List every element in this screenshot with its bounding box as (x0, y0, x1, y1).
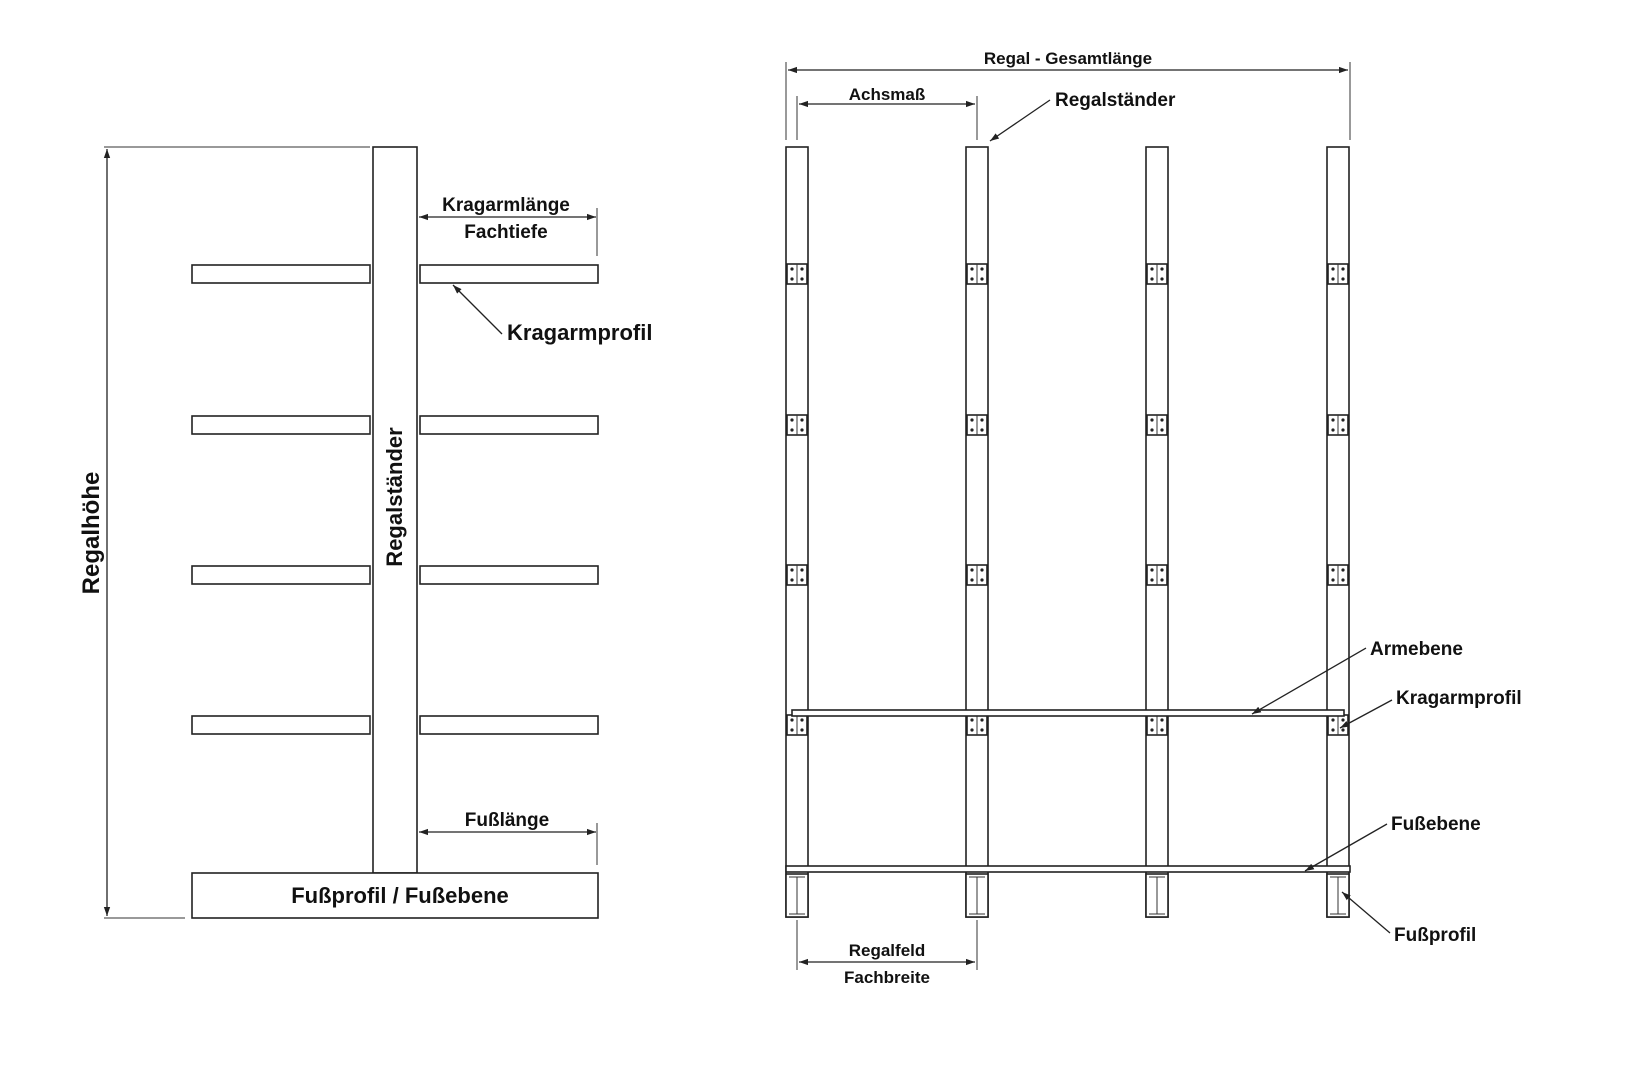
arm-left-1 (191, 264, 371, 284)
width-label: Fachbreite (844, 968, 930, 987)
bracket-icon (966, 714, 988, 736)
bracket-icon (786, 263, 808, 285)
arm-right-2 (419, 415, 599, 435)
bracket-icon (1146, 263, 1168, 285)
height-label: Regalhöhe (78, 472, 105, 595)
front-arm-profile-leader (1339, 699, 1393, 729)
foot-length-label: Fußlänge (465, 810, 549, 831)
bracket-icon (786, 564, 808, 586)
arm-brackets (786, 263, 1349, 736)
arm-left-4 (191, 715, 371, 735)
arm-right-4 (419, 715, 599, 735)
arm-left-3 (191, 565, 371, 585)
arm-profile-leader (452, 284, 503, 335)
i-beam-icon (965, 873, 989, 918)
foot-profile-leader (1341, 891, 1391, 934)
bay-label: Regalfeld (849, 941, 926, 960)
bracket-icon (1146, 414, 1168, 436)
i-beam-icon (1145, 873, 1169, 918)
bracket-icon (786, 414, 808, 436)
front-upright-4 (1326, 146, 1350, 918)
arm-right-3 (419, 565, 599, 585)
arm-level-label: Armebene (1370, 639, 1463, 660)
bracket-icon (966, 414, 988, 436)
i-beam-icon (785, 873, 809, 918)
depth-label: Fachtiefe (464, 222, 547, 243)
arm-level-plate (791, 709, 1345, 717)
bracket-icon (966, 564, 988, 586)
bracket-icon (1327, 564, 1349, 586)
foot-label: Fußprofil / Fußebene (291, 883, 509, 908)
foot-profiles (785, 873, 1350, 918)
bracket-icon (1327, 414, 1349, 436)
bracket-icon (966, 263, 988, 285)
bracket-icon (1327, 263, 1349, 285)
arm-left-2 (191, 415, 371, 435)
front-upright-label: Regalständer (1055, 90, 1176, 111)
front-arm-profile-label: Kragarmprofil (1396, 688, 1522, 709)
upright-label: Regalständer (382, 427, 407, 567)
arm-profile-label: Kragarmprofil (507, 320, 652, 345)
foot-profile (191, 872, 599, 919)
arm-level-leader (1251, 647, 1367, 715)
side-view: Regalhöhe Regalständer Kragarmlänge Fach… (78, 146, 652, 919)
foot-level-leader (1304, 823, 1388, 872)
front-upright-leader (989, 99, 1051, 142)
arms-right (419, 264, 599, 735)
foot-level-plate (785, 865, 1351, 873)
foot-profile-label: Fußprofil (1394, 925, 1476, 946)
bracket-icon (1146, 714, 1168, 736)
arms-left (191, 264, 371, 735)
arm-length-label: Kragarmlänge (442, 195, 570, 216)
bracket-icon (786, 714, 808, 736)
upright (372, 146, 418, 874)
front-upright-1 (785, 146, 809, 918)
axis-label: Achsmaß (849, 85, 926, 104)
front-view: Regal - Gesamtlänge Achsmaß Regalständer (785, 49, 1522, 987)
arm-right-1 (419, 264, 599, 284)
bracket-icon (1146, 564, 1168, 586)
foot-level-label: Fußebene (1391, 814, 1481, 835)
front-upright-2 (965, 146, 989, 918)
total-length-label: Regal - Gesamtlänge (984, 49, 1152, 68)
front-upright-3 (1145, 146, 1169, 918)
